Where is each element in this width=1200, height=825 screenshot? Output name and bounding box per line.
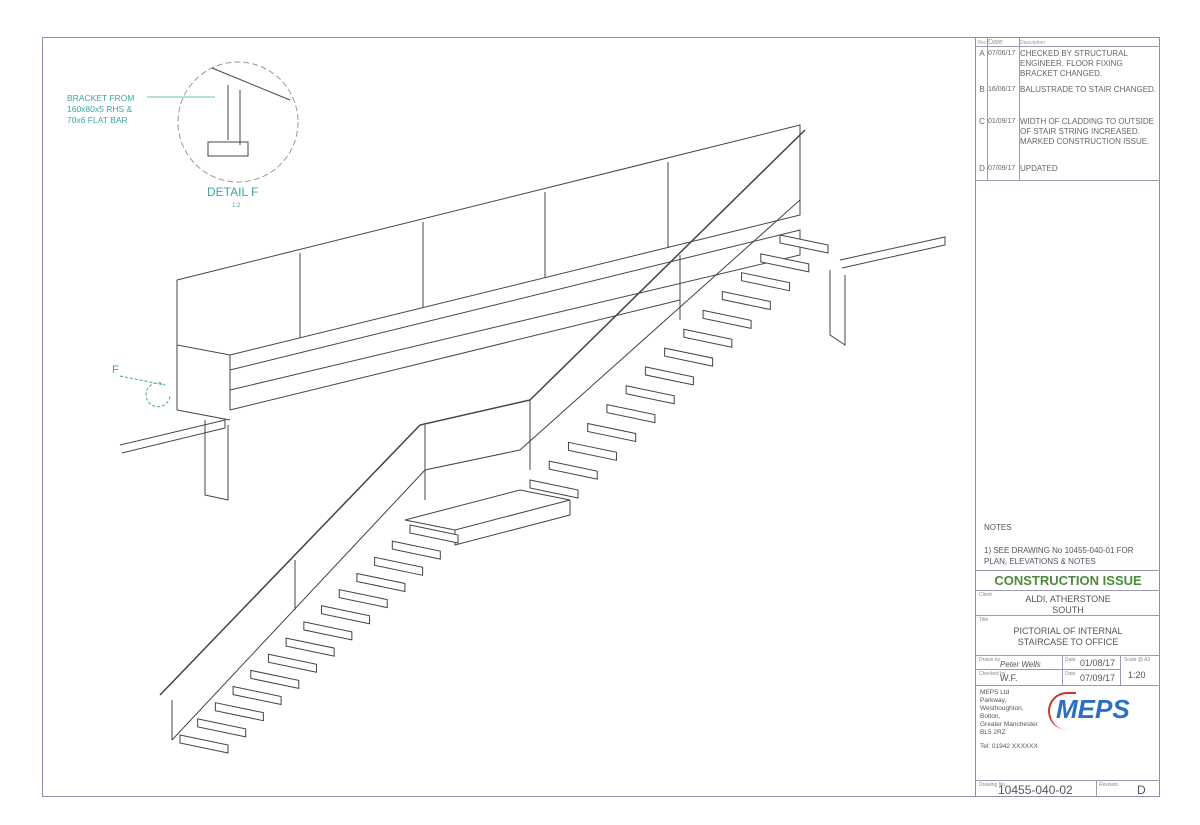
stair-tread: [409, 524, 459, 544]
stair-tread: [356, 572, 406, 593]
stair-tread: [214, 702, 264, 722]
detail-title: DETAIL F: [207, 185, 258, 199]
stair-tread: [391, 540, 441, 560]
handrail: [159, 129, 806, 696]
stair-tread: [760, 253, 810, 273]
stair-tread: [721, 290, 771, 311]
sheet-border: [42, 37, 1160, 797]
revision-letter: D: [1137, 783, 1146, 797]
stair-tread: [197, 718, 247, 738]
detail-marker: F: [112, 364, 119, 376]
detail-circle: [177, 61, 299, 183]
checked-date: 07/09/17: [1080, 673, 1116, 683]
drawn-date: 01/08/17: [1080, 658, 1116, 668]
notes-title: NOTES: [984, 523, 1012, 532]
balcony-rail: [176, 124, 801, 356]
detail-callout-1: BRACKET FROM: [67, 93, 134, 103]
stair-tread: [374, 556, 424, 576]
balcony-beam: [229, 229, 801, 391]
stair-tread: [179, 734, 229, 754]
stair-tread: [285, 637, 335, 657]
note-item: 1) SEE DRAWING No 10455-040-01 FOR PLAN,…: [984, 546, 1134, 566]
stair-tread: [338, 589, 388, 609]
stair-tread: [644, 366, 694, 386]
stair-tread: [779, 234, 829, 254]
scale: 1:20: [1128, 670, 1146, 680]
detail-callout-2: 160x80x5 RHS &: [67, 104, 133, 114]
detail-callout-3: 70x6 FLAT BAR: [67, 115, 128, 125]
landing: [404, 489, 571, 531]
staircase-drawing: BRACKET FROM 160x80x5 RHS & 70x6 FLAT BA…: [67, 61, 946, 754]
stair-tread: [548, 460, 598, 480]
bracket-plate: [207, 141, 249, 157]
desc-header: Description: [1020, 40, 1046, 46]
logo-arc: [1048, 692, 1076, 730]
stair-tread: [625, 385, 675, 405]
stair-tread: [303, 621, 353, 641]
stair-tread: [664, 347, 714, 367]
stair-tread: [250, 669, 300, 689]
stair-tread: [702, 309, 752, 329]
stair-tread: [321, 605, 371, 625]
stair-tread: [232, 685, 282, 706]
drawing-number: 10455-040-02: [998, 783, 1073, 797]
detail-scale: 1:2: [232, 203, 241, 209]
stair-tread: [683, 328, 733, 348]
stair-tread: [606, 404, 656, 424]
drawn-by: Peter Wells: [1000, 660, 1041, 669]
stair-tread: [587, 422, 637, 443]
stair-tread: [267, 653, 317, 673]
stair-tread: [741, 272, 791, 292]
checked-by: W.F.: [1000, 673, 1018, 683]
rev-header: Rev: [977, 40, 987, 46]
stair-tread: [567, 441, 617, 461]
date-header: Date: [988, 39, 1003, 46]
stair-tread: [529, 479, 579, 499]
status-banner: CONSTRUCTION ISSUE: [994, 573, 1142, 588]
